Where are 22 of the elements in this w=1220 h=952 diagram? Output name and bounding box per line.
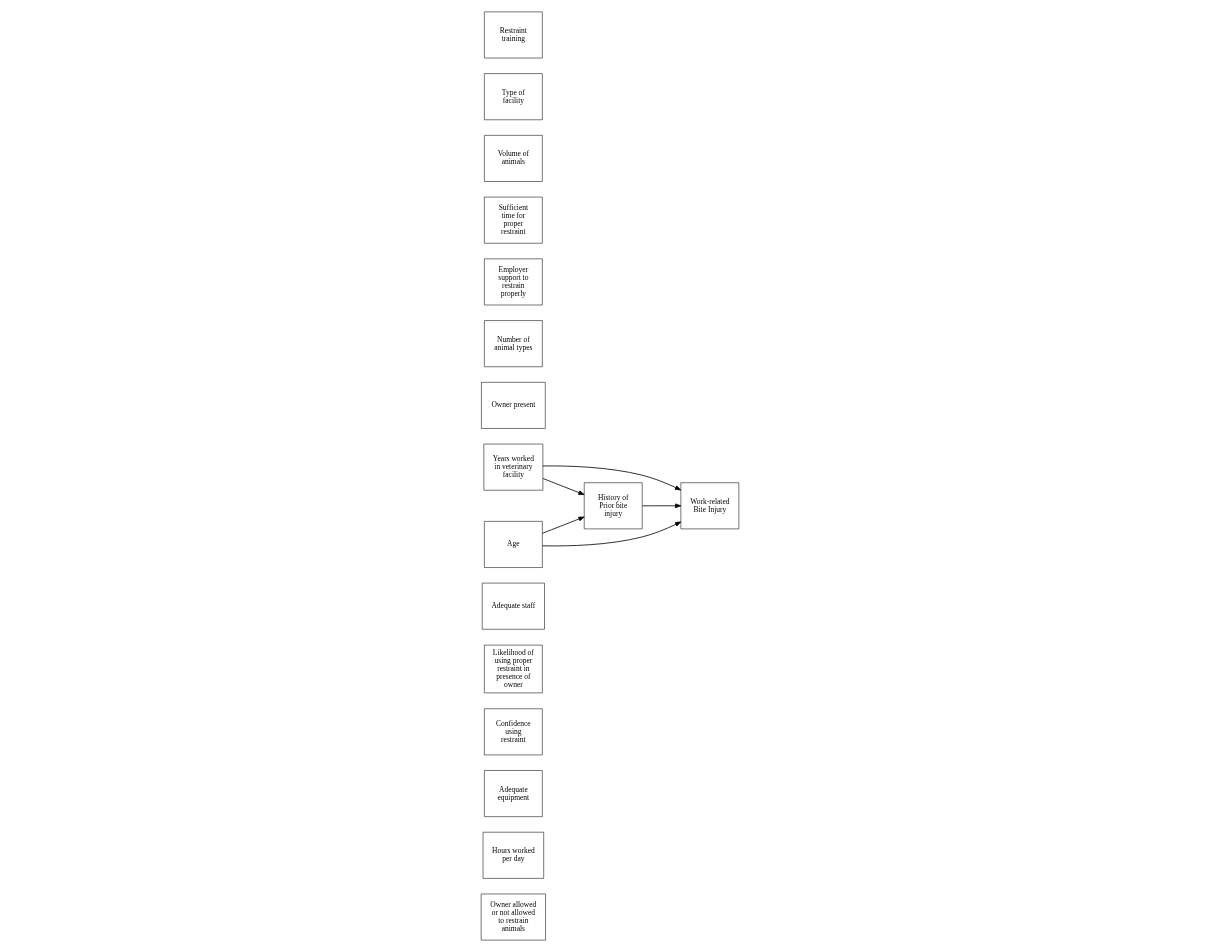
node-box: Work-related Bite Injury <box>680 482 740 530</box>
node-box: Number of animal types <box>484 320 543 367</box>
node-box: Restraint training <box>484 11 543 59</box>
arrow <box>542 516 585 534</box>
node-box: Years worked in veterinary facility <box>483 443 544 491</box>
node-box: Employer support to restrain properly <box>484 258 543 306</box>
node-box: History of Prior bite injury <box>583 482 643 530</box>
arrow <box>542 478 585 496</box>
node-box: Adequate staff <box>481 582 545 630</box>
node-box: Adequate equipment <box>484 770 543 817</box>
arrow <box>642 503 682 509</box>
arrow <box>542 465 682 491</box>
node-box: Sufficient time for proper restraint <box>484 196 543 244</box>
node-box: Likelihood of using proper restraint in presence of owner <box>484 644 543 694</box>
node-box: Hours worked per day <box>482 831 544 879</box>
node-box: Volume of animals <box>484 135 543 182</box>
node-box: Owner present <box>481 382 546 429</box>
node-box: Age <box>484 521 543 568</box>
node-box: Owner allowed or not allowed to restrain animals <box>480 893 546 941</box>
node-box: Confidence using restraint <box>484 708 543 756</box>
arrow <box>542 521 682 547</box>
node-box: Type of facility <box>484 73 543 121</box>
